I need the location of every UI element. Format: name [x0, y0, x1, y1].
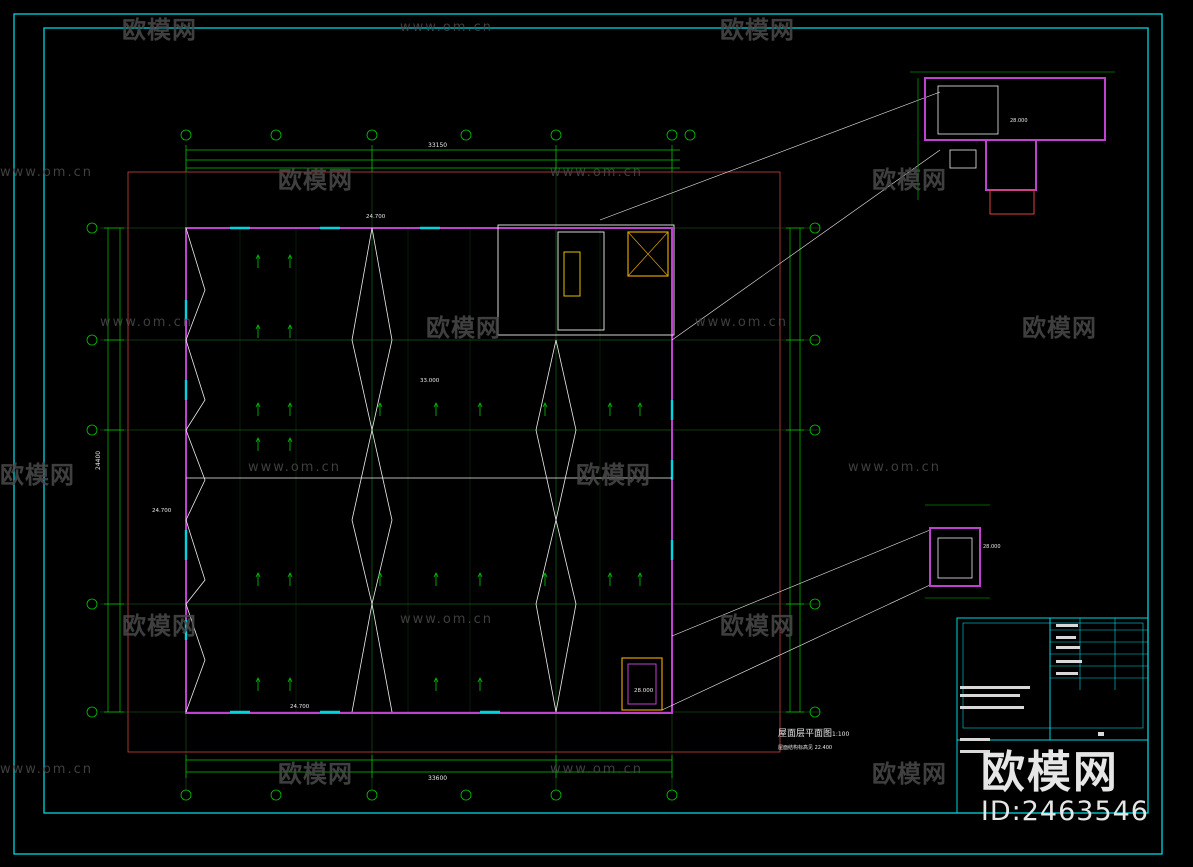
drain-arrowhead: [542, 572, 548, 578]
axis-bubble: [366, 789, 378, 801]
drain-arrowhead: [377, 572, 383, 578]
elevation-3: 24.700: [366, 214, 386, 220]
axis-bubble: [809, 424, 821, 436]
drain-arrowhead: [287, 572, 293, 578]
stair-block: [497, 224, 675, 336]
drain-arrowhead: [433, 677, 439, 683]
elevation-1: 24.700: [152, 508, 172, 514]
drain-arrowhead: [287, 677, 293, 683]
site-boundary: [127, 171, 781, 753]
lower-shaft: [621, 657, 663, 711]
drain-arrows: [255, 254, 643, 691]
ridge-line: [535, 339, 557, 713]
axis-bubble: [666, 129, 678, 141]
axis-bubble: [460, 789, 472, 801]
ridge-line: [185, 429, 206, 521]
detail-bottom-level: 28.000: [983, 544, 1001, 550]
outer-frame: [13, 13, 1163, 855]
drain-arrowhead: [255, 572, 261, 578]
inner-frame: [43, 27, 1149, 814]
drain-arrowhead: [377, 402, 383, 408]
detail-top-level: 28.000: [1010, 118, 1028, 124]
title-block-rows: [1050, 629, 1148, 679]
axis-bubble: [460, 129, 472, 141]
plan-scale: 1:100: [832, 731, 849, 738]
axis-bubble: [180, 129, 192, 141]
axis-bubble: [86, 222, 98, 234]
dimension-lines: [104, 145, 804, 778]
elevation-2: 24.700: [290, 704, 310, 710]
brand-id: ID:2463546: [980, 796, 1149, 827]
dim-top-total: 33150: [428, 142, 447, 149]
ridge-line: [555, 339, 577, 713]
axis-bubble: [809, 334, 821, 346]
axis-bubble: [809, 222, 821, 234]
ridge-line: [185, 339, 206, 431]
plan-title: 屋面层平面图: [778, 728, 832, 739]
drain-arrowhead: [542, 402, 548, 408]
ridge-line: [185, 227, 206, 341]
drain-arrowhead: [255, 402, 261, 408]
brand-logo-text: 欧模网: [980, 747, 1119, 798]
ridge-line: [185, 519, 206, 605]
title-block-text: [960, 624, 1104, 753]
axis-bubble: [86, 334, 98, 346]
axis-bubble: [809, 598, 821, 610]
drain-arrowhead: [255, 324, 261, 330]
stair-flight: [563, 251, 581, 297]
brand-watermark: 欧模网 ID:2463546: [981, 749, 1149, 827]
axis-bubble: [270, 789, 282, 801]
axis-bubble: [366, 129, 378, 141]
drain-arrowhead: [607, 402, 613, 408]
drain-arrowhead: [287, 324, 293, 330]
axis-bubble: [550, 129, 562, 141]
axis-bubble: [550, 789, 562, 801]
stair-room: [557, 231, 605, 331]
detail-bottom: [925, 504, 990, 599]
axis-bubble: [180, 789, 192, 801]
drain-arrowhead: [287, 254, 293, 260]
dim-bottom-total: 33600: [428, 775, 447, 782]
detail-top: [910, 71, 1115, 215]
drain-arrowhead: [433, 402, 439, 408]
drain-arrowhead: [477, 677, 483, 683]
axis-bubble: [86, 598, 98, 610]
drain-arrowhead: [287, 402, 293, 408]
lower-shaft-inner: [627, 663, 657, 705]
dim-left-total: 24400: [95, 451, 102, 470]
drain-arrowhead: [637, 402, 643, 408]
axis-bubble: [684, 129, 696, 141]
drain-arrowhead: [607, 572, 613, 578]
ridge-line: [351, 227, 373, 713]
ridge-line: [185, 603, 206, 713]
elevation-5: 28.000: [634, 688, 654, 694]
roof-outline: [185, 227, 673, 714]
axis-bubbles: [86, 129, 821, 801]
drain-arrowhead: [637, 572, 643, 578]
drain-arrowhead: [255, 677, 261, 683]
drain-arrowhead: [287, 437, 293, 443]
plan-note: 屋面结构标高见 22.400: [778, 744, 832, 751]
axis-bubble: [86, 424, 98, 436]
elevator-cross: [627, 231, 669, 277]
ridge-lines: [185, 227, 672, 713]
drain-arrowhead: [477, 572, 483, 578]
axis-bubble: [86, 706, 98, 718]
drain-arrowhead: [255, 437, 261, 443]
axis-bubble: [270, 129, 282, 141]
drain-arrowhead: [477, 402, 483, 408]
ridge-line: [371, 227, 393, 713]
elevator-shaft: [627, 231, 669, 277]
drain-arrowhead: [255, 254, 261, 260]
roof-edge-marks: [184, 226, 674, 714]
grid-lines: [100, 150, 820, 790]
drain-arrowhead: [433, 572, 439, 578]
axis-bubble: [666, 789, 678, 801]
leader-lines: [599, 91, 941, 711]
axis-bubble: [809, 706, 821, 718]
elevation-4: 33.000: [420, 378, 440, 384]
